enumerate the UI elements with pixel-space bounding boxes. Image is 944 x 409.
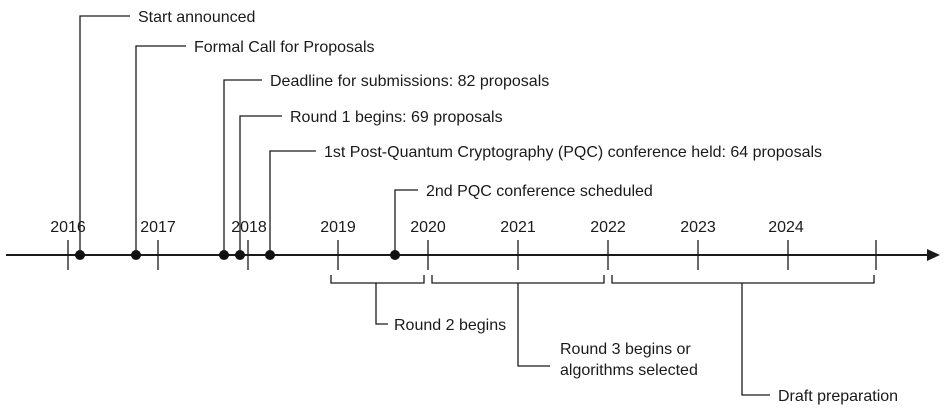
period-brackets: [330, 275, 875, 284]
axis-arrowhead: [927, 249, 940, 261]
year-label: 2017: [140, 219, 176, 236]
year-label: 2020: [410, 219, 446, 236]
event-label: 2nd PQC conference scheduled: [426, 183, 653, 200]
event-leader: [135, 45, 186, 255]
year-labels: 2016 2017 2018 2019 2020 2021 2022 2023 …: [50, 219, 804, 236]
period-leader: [375, 283, 388, 325]
event-leader: [394, 189, 418, 255]
year-ticks: [67, 240, 877, 270]
event-dot: [235, 250, 245, 260]
event-leader: [239, 115, 282, 255]
event-dot: [390, 250, 400, 260]
event-leader: [269, 150, 316, 255]
event-dots: [75, 250, 400, 260]
period-leader: [517, 283, 550, 367]
year-label: 2021: [500, 219, 536, 236]
event-label: Start announced: [138, 9, 255, 26]
period-labels: Round 2 begins Round 3 begins or algorit…: [394, 317, 898, 405]
year-label: 2023: [680, 219, 716, 236]
event-label: Deadline for submissions: 82 proposals: [270, 73, 549, 90]
event-leaders: [79, 15, 418, 255]
event-dot: [75, 250, 85, 260]
event-leader: [223, 79, 262, 255]
year-label: 2019: [320, 219, 356, 236]
period-leader: [741, 283, 770, 396]
event-label: Round 1 begins: 69 proposals: [290, 109, 503, 126]
period-bracket: [330, 275, 425, 284]
event-dot: [219, 250, 229, 260]
year-label: 2018: [231, 219, 267, 236]
period-label: algorithms selected: [560, 362, 698, 379]
period-bracket: [431, 275, 605, 284]
event-labels: Start announced Formal Call for Proposal…: [138, 9, 822, 200]
year-label: 2024: [768, 219, 804, 236]
year-label: 2022: [590, 219, 626, 236]
period-label: Round 3 begins or: [560, 341, 691, 358]
event-label: Formal Call for Proposals: [194, 39, 375, 56]
period-label: Round 2 begins: [394, 317, 506, 334]
event-leader: [79, 15, 130, 255]
event-dot: [131, 250, 141, 260]
period-leaders: [375, 283, 770, 396]
event-dot: [265, 250, 275, 260]
period-label: Draft preparation: [778, 388, 898, 405]
event-label: 1st Post-Quantum Cryptography (PQC) conf…: [324, 144, 822, 161]
year-label: 2016: [50, 219, 86, 236]
period-bracket: [611, 275, 875, 284]
